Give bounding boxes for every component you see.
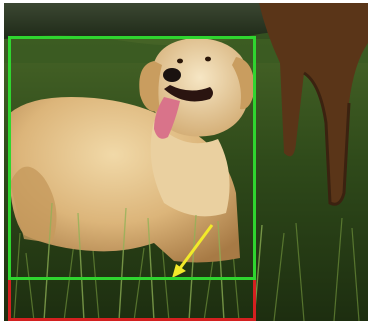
green-bounding-box	[8, 36, 256, 280]
dog-tongue	[154, 97, 180, 139]
dog-nose	[163, 68, 181, 82]
dog-photo	[4, 3, 368, 321]
golden-retriever	[9, 38, 255, 263]
red-bounding-box	[8, 276, 256, 321]
horse-legs	[259, 3, 368, 206]
yellow-arrow-annotation	[172, 224, 214, 278]
